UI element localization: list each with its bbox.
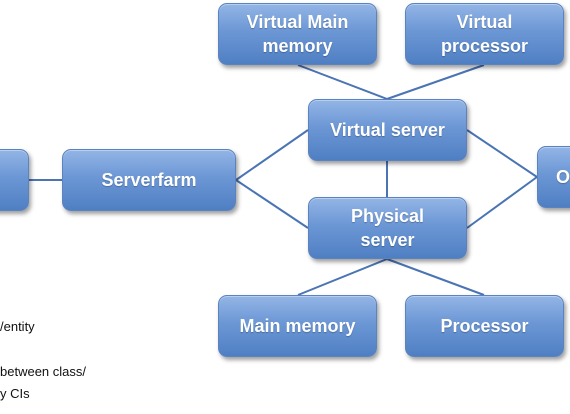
virtual-server-node: Virtual server xyxy=(308,99,467,161)
connector-virtual-server-right xyxy=(466,129,538,178)
physical-server-label: Physical server xyxy=(350,206,425,250)
connector-virtual-memory-virtual-server xyxy=(297,64,388,100)
connector-serverfarm-physical-server xyxy=(235,179,309,229)
partial-node-right: O xyxy=(537,146,570,208)
processor-node: Processor xyxy=(405,295,564,357)
main-memory-label: Main memory xyxy=(239,316,356,336)
connector-virtual-processor-virtual-server xyxy=(386,64,485,100)
partial-node-left xyxy=(0,149,29,211)
connector-physical-server-right xyxy=(466,176,538,229)
virtual-processor-node: Virtual processor xyxy=(405,3,564,65)
connector-physical-server-main-memory xyxy=(297,258,388,296)
main-memory-node: Main memory xyxy=(218,295,377,357)
note-line-cis: y CIs xyxy=(0,386,30,401)
serverfarm-node: Serverfarm xyxy=(62,149,236,211)
physical-server-node: Physical server xyxy=(308,197,467,259)
note-line-entity: /entity xyxy=(0,319,35,334)
partial-node-right-label: O xyxy=(556,167,570,187)
virtual-main-memory-label: Virtual Main memory xyxy=(246,12,349,56)
virtual-server-label: Virtual server xyxy=(330,120,445,140)
connector-physical-server-processor xyxy=(386,258,485,296)
serverfarm-label: Serverfarm xyxy=(101,170,197,190)
note-line-class: between class/ xyxy=(0,364,86,379)
virtual-main-memory-node: Virtual Main memory xyxy=(218,3,377,65)
virtual-processor-label: Virtual processor xyxy=(440,12,529,56)
connector-serverfarm-virtual-server xyxy=(235,129,309,181)
processor-label: Processor xyxy=(440,316,529,336)
